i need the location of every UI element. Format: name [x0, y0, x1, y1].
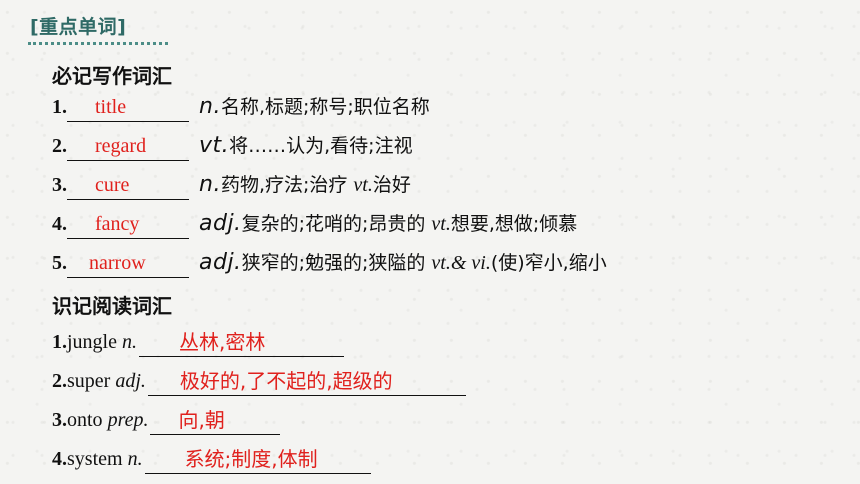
part-of-speech: adj.: [199, 211, 242, 236]
vocab-word: system: [67, 448, 123, 470]
writing-vocab-item-5: 5. narrow adj.狭窄的;勉强的;狭隘的 vt.& vi.(使)窄小,缩小: [52, 248, 607, 278]
answer-blank: regard: [67, 136, 189, 161]
part-of-speech-2: vt.& vi.: [431, 252, 491, 274]
definition: 狭窄的;勉强的;狭隘的 vt.& vi.(使)窄小,缩小: [241, 252, 607, 274]
part-of-speech: adj.: [199, 250, 242, 275]
reading-vocab-item-1: 1.jungle n. 丛林,密林: [52, 327, 344, 357]
reading-vocab-item-2: 2.super adj. 极好的,了不起的,超级的: [52, 366, 466, 396]
vocab-word: super: [67, 370, 111, 392]
item-number: 1.: [52, 96, 67, 118]
answer-blank: 丛林,密林: [139, 330, 344, 357]
definition: 药物,疗法;治疗 vt.治好: [220, 174, 411, 196]
item-number: 3.: [52, 174, 67, 196]
part-of-speech: adj.: [115, 370, 146, 392]
definition: 名称,标题;称号;职位名称: [220, 96, 430, 118]
reading-vocab-title: 识记阅读词汇: [52, 294, 172, 318]
part-of-speech: n.: [127, 448, 143, 470]
item-number: 4.: [52, 448, 67, 470]
writing-vocab-item-2: 2. regard vt.将……认为,看待;注视: [52, 131, 413, 161]
header-divider: [28, 42, 168, 45]
item-number: 3.: [52, 409, 67, 431]
definition: 将……认为,看待;注视: [229, 135, 413, 157]
vocab-word: jungle: [67, 331, 117, 353]
item-number: 1.: [52, 331, 67, 353]
answer-text: title: [95, 96, 127, 118]
part-of-speech: vt.: [199, 133, 230, 158]
answer-text: fancy: [95, 213, 140, 235]
item-number: 2.: [52, 370, 67, 392]
answer-blank: title: [67, 97, 189, 122]
writing-vocab-title: 必记写作词汇: [52, 64, 172, 88]
part-of-speech: n.: [199, 94, 221, 119]
answer-text: regard: [95, 135, 147, 157]
answer-text: 向,朝: [178, 408, 225, 432]
section-header: [重点单词]: [30, 16, 127, 38]
part-of-speech: n.: [199, 172, 221, 197]
answer-blank: 系统;制度,体制: [144, 447, 371, 474]
answer-blank: narrow: [67, 253, 189, 278]
part-of-speech: prep.: [107, 409, 149, 431]
item-number: 5.: [52, 252, 67, 274]
writing-vocab-item-3: 3. cure n.药物,疗法;治疗 vt.治好: [52, 170, 411, 200]
writing-vocab-item-1: 1. title n.名称,标题;称号;职位名称: [52, 92, 430, 122]
answer-text: 极好的,了不起的,超级的: [179, 369, 393, 393]
answer-blank: cure: [67, 175, 189, 200]
part-of-speech: n.: [122, 331, 137, 353]
part-of-speech-2: vt.: [353, 174, 373, 196]
vocab-word: onto: [67, 409, 103, 431]
writing-vocab-item-4: 4. fancy adj.复杂的;花哨的;昂贵的 vt.想要,想做;倾慕: [52, 209, 577, 239]
answer-blank: 极好的,了不起的,超级的: [147, 369, 466, 396]
definition: 复杂的;花哨的;昂贵的 vt.想要,想做;倾慕: [241, 213, 578, 235]
answer-text: 丛林,密林: [179, 330, 266, 354]
answer-text: 系统;制度,体制: [184, 447, 318, 471]
answer-text: narrow: [89, 252, 146, 274]
answer-blank: 向,朝: [150, 408, 281, 435]
item-number: 4.: [52, 213, 67, 235]
part-of-speech-2: vt.: [431, 213, 451, 235]
item-number: 2.: [52, 135, 67, 157]
reading-vocab-item-3: 3.onto prep. 向,朝: [52, 405, 281, 435]
answer-text: cure: [95, 174, 130, 196]
answer-blank: fancy: [67, 214, 189, 239]
reading-vocab-item-4: 4.system n. 系统;制度,体制: [52, 444, 371, 474]
